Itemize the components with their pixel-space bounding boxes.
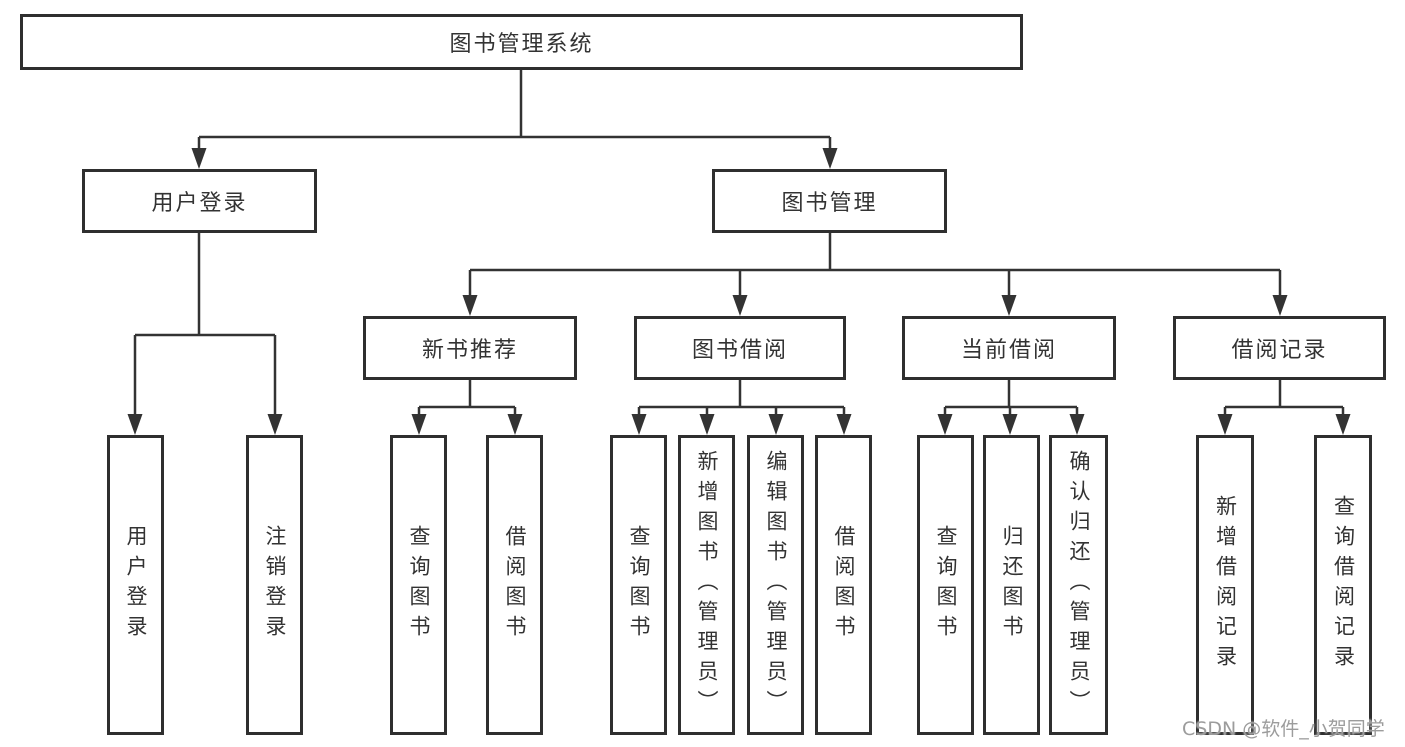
leaf-query-books-current: 查询图书: [917, 435, 974, 735]
node-new-book-recommendation: 新书推荐: [363, 316, 577, 380]
node-label: 编辑图书（管理员）: [764, 450, 788, 720]
node-label: 新书推荐: [421, 338, 518, 363]
node-label: 查询图书: [934, 525, 958, 645]
node-label: 图书借阅: [691, 338, 788, 363]
node-label: 注销登录: [263, 525, 287, 645]
node-label: 图书管理系统: [449, 32, 594, 57]
leaf-add-borrow-record: 新增借阅记录: [1196, 435, 1254, 735]
node-label: 查询图书: [407, 525, 431, 645]
node-current-borrowing: 当前借阅: [902, 316, 1116, 380]
leaf-confirm-return-admin: 确认归还（管理员）: [1049, 435, 1108, 735]
node-label: 用户登录: [151, 191, 248, 216]
leaf-edit-books-admin: 编辑图书（管理员）: [747, 435, 804, 735]
node-label: 归还图书: [1000, 525, 1024, 645]
leaf-logout: 注销登录: [246, 435, 303, 735]
leaf-query-books-recommendation: 查询图书: [390, 435, 447, 735]
leaf-query-books-borrowing: 查询图书: [610, 435, 667, 735]
node-label: 图书管理: [781, 191, 878, 216]
node-borrowing-records: 借阅记录: [1173, 316, 1386, 380]
leaf-add-books-admin: 新增图书（管理员）: [678, 435, 735, 735]
node-label: 用户登录: [124, 525, 148, 645]
node-book-borrowing: 图书借阅: [634, 316, 846, 380]
node-label: 借阅记录: [1231, 338, 1328, 363]
node-book-management: 图书管理: [712, 169, 947, 233]
node-label: 当前借阅: [960, 338, 1057, 363]
leaf-return-books: 归还图书: [983, 435, 1040, 735]
node-label: 新增借阅记录: [1213, 495, 1238, 675]
node-label: 确认归还（管理员）: [1067, 450, 1091, 720]
node-label: 查询图书: [627, 525, 651, 645]
node-label: 查询借阅记录: [1331, 495, 1356, 675]
node-label: 借阅图书: [503, 525, 527, 645]
leaf-user-login: 用户登录: [107, 435, 164, 735]
csdn-watermark: CSDN @软件_小贺同学: [1182, 718, 1385, 740]
node-label: 借阅图书: [832, 525, 856, 645]
leaf-borrow-books: 借阅图书: [815, 435, 872, 735]
leaf-query-borrow-record: 查询借阅记录: [1314, 435, 1372, 735]
leaf-borrow-books-recommendation: 借阅图书: [486, 435, 543, 735]
node-user-login: 用户登录: [82, 169, 317, 233]
node-label: 新增图书（管理员）: [695, 450, 719, 720]
node-library-management-system: 图书管理系统: [20, 14, 1023, 70]
